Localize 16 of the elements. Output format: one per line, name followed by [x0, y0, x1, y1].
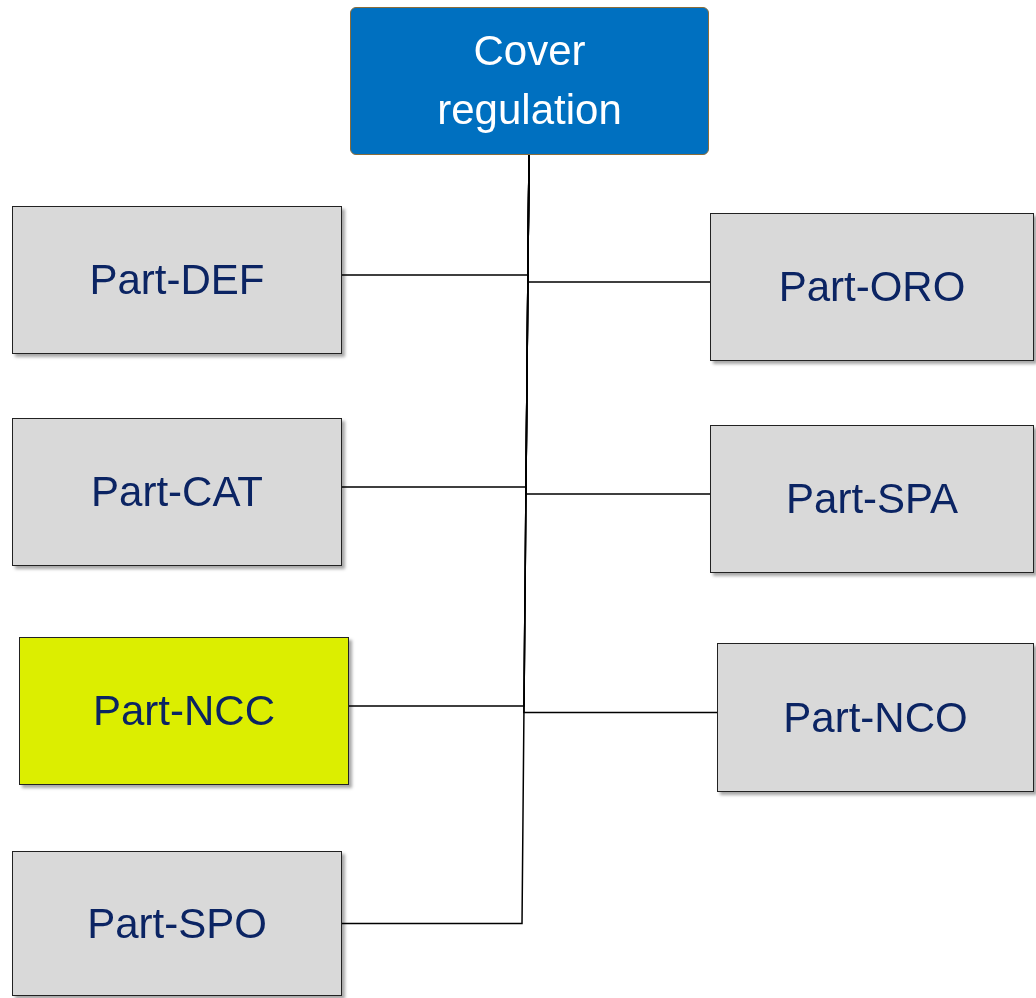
box-label: Part-NCO: [783, 693, 968, 742]
part-box: [710, 213, 1034, 361]
box-label: Cover regulation: [436, 26, 623, 135]
part-box: [717, 643, 1034, 792]
box-label: Part-SPO: [87, 899, 267, 948]
part-box: [710, 425, 1034, 573]
box-label: Part-SPA: [786, 475, 958, 523]
part-box: [12, 851, 342, 996]
part-box: [12, 418, 342, 566]
part-box: [12, 206, 342, 354]
box-label: Part-DEF: [89, 256, 265, 304]
box-label: Part-CAT: [91, 468, 263, 516]
part-box: [19, 637, 349, 785]
box-label: Part-ORO: [778, 263, 966, 311]
box-label: Part-NCC: [93, 687, 275, 735]
root-box: [350, 7, 709, 155]
